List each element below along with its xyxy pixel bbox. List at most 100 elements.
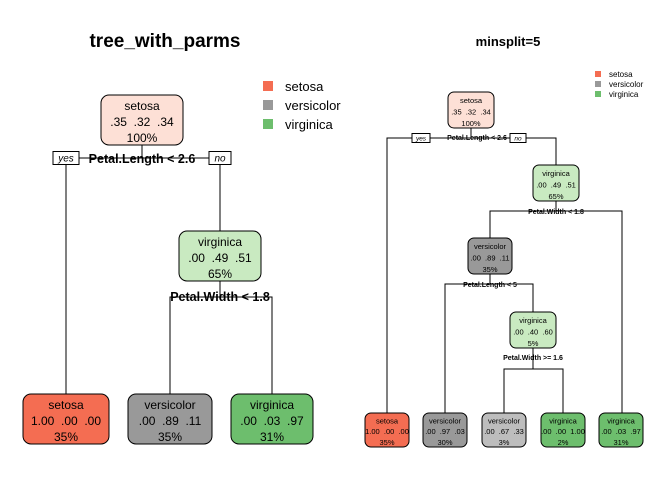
node-percent: 5% <box>528 339 539 348</box>
node-class: versicolor <box>474 242 507 251</box>
branch-no-label: no <box>214 154 226 165</box>
tree-edge <box>169 296 273 394</box>
node-class: virginica <box>198 235 242 249</box>
legend-label: versicolor <box>285 98 341 113</box>
branch-no-label-box <box>509 133 527 143</box>
node-probs: .00 .00 1.00 <box>541 427 585 436</box>
node-box <box>540 412 586 448</box>
tree-node: setosa 1.00 .00 .00 35% <box>22 393 110 445</box>
branch-no-label: no <box>514 135 522 142</box>
legend-swatch <box>595 91 601 97</box>
node-class: setosa <box>460 96 483 105</box>
node-percent: 100% <box>127 131 158 145</box>
split-label: Petal.Length < 2.6 <box>447 135 507 142</box>
right-panel-title: minsplit=5 <box>476 34 541 49</box>
tree-edges <box>65 128 623 413</box>
tree-node: versicolor .00 .89 .11 35% <box>127 393 213 445</box>
node-box <box>230 393 314 445</box>
node-probs: .35 .32 .34 <box>451 107 491 116</box>
legend-swatch <box>595 71 601 77</box>
split-label: Petal.Width < 1.8 <box>170 290 270 304</box>
legend-label: setosa <box>285 79 324 94</box>
node-percent: 31% <box>613 438 628 447</box>
node-class: versicolor <box>488 416 521 425</box>
tree-node: virginica .00 .00 1.00 2% <box>540 412 586 448</box>
node-box <box>127 393 213 445</box>
node-class: versicolor <box>144 398 195 412</box>
tree-node: virginica .00 .03 .97 31% <box>230 393 314 445</box>
node-box <box>178 230 262 282</box>
node-probs: .00 .03 .97 <box>601 427 641 436</box>
node-class: virginica <box>519 316 547 325</box>
split-label: Petal.Width < 1.8 <box>528 209 584 216</box>
node-probs: 1.00 .00 .00 <box>365 427 409 436</box>
legend-swatch <box>263 119 273 129</box>
node-class: virginica <box>549 416 577 425</box>
branch-yes-label: yes <box>415 135 427 142</box>
branch-no-label-box <box>208 151 232 165</box>
node-percent: 35% <box>482 265 497 274</box>
node-probs: .00 .89 .11 <box>139 414 202 428</box>
node-percent: 2% <box>558 438 569 447</box>
node-percent: 35% <box>158 430 182 444</box>
split-label: Petal.Width >= 1.6 <box>503 355 563 362</box>
node-class: virginica <box>607 416 635 425</box>
left-legend: setosa versicolor virginica <box>263 79 341 132</box>
legend-label: versicolor <box>609 80 644 89</box>
legend-swatch <box>263 81 273 91</box>
node-probs: .00 .67 .33 <box>484 427 524 436</box>
node-percent: 3% <box>499 438 510 447</box>
legend-label: virginica <box>609 90 639 99</box>
node-class: setosa <box>124 99 160 113</box>
node-percent: 65% <box>548 192 563 201</box>
tree-node: virginica .00 .49 .51 65% <box>178 230 262 282</box>
branch-yes-label-box <box>52 151 80 165</box>
tree-node: setosa .35 .32 .34 100% <box>100 94 184 146</box>
node-class: setosa <box>48 398 84 412</box>
split-label: Petal.Length < 5 <box>463 282 517 289</box>
legend-swatch <box>595 81 601 87</box>
node-percent: 35% <box>54 430 78 444</box>
node-box <box>447 91 495 129</box>
node-class: virginica <box>250 398 294 412</box>
left-panel-title: tree_with_parms <box>89 31 240 52</box>
tree-edge <box>65 145 143 394</box>
node-percent: 100% <box>461 119 481 128</box>
legend-label: setosa <box>609 70 633 79</box>
node-probs: .00 .89 .11 <box>470 253 509 262</box>
branch-yes-label-box <box>411 133 431 143</box>
node-class: setosa <box>376 416 399 425</box>
legend-swatch <box>263 100 273 110</box>
node-box <box>467 237 513 275</box>
tree-edge <box>503 368 564 413</box>
tree-node: setosa .35 .32 .34 100% <box>447 91 495 129</box>
node-percent: 35% <box>379 438 394 447</box>
node-probs: 1.00 .00 .00 <box>31 414 101 428</box>
split-label: Petal.Length < 2.6 <box>89 152 196 166</box>
node-percent: 31% <box>260 430 284 444</box>
node-box <box>22 393 110 445</box>
node-probs: .00 .49 .51 <box>536 180 576 189</box>
tree-node: versicolor .00 .89 .11 35% <box>467 237 513 275</box>
node-probs: .00 .03 .97 <box>240 414 304 428</box>
tree-node: virginica .00 .03 .97 31% <box>598 412 644 448</box>
node-probs: .00 .49 .51 <box>188 251 252 265</box>
node-box <box>422 412 468 448</box>
legend-label: virginica <box>285 117 333 132</box>
tree-node: versicolor .00 .67 .33 3% <box>481 412 527 448</box>
node-percent: 65% <box>208 267 232 281</box>
node-probs: .00 .97 .03 <box>425 427 465 436</box>
node-class: versicolor <box>429 416 462 425</box>
tree-edge <box>386 137 557 413</box>
node-box <box>364 412 410 448</box>
node-probs: .35 .32 .34 <box>110 115 174 129</box>
tree-node: virginica.00 .40 .605% <box>509 311 557 349</box>
tree-edge <box>444 283 534 413</box>
node-box <box>100 94 184 146</box>
tree-nodes: setosa .35 .32 .34 100% virginica .00 .49 .5… <box>22 91 644 448</box>
